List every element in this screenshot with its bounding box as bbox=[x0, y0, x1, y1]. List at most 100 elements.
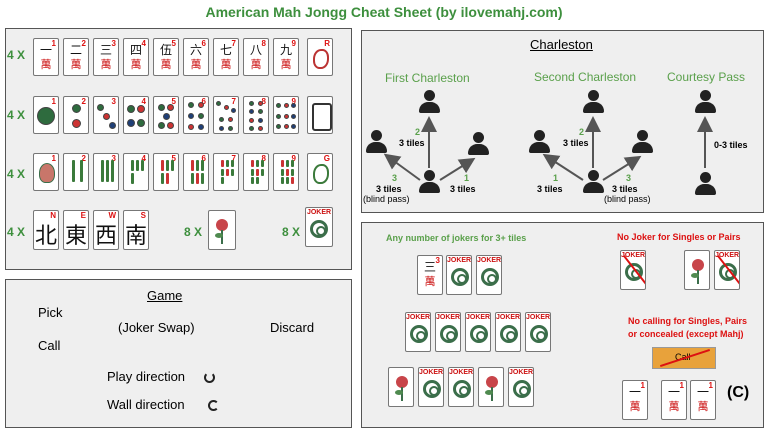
crak-char: 萬 bbox=[280, 58, 292, 71]
dot-circle bbox=[137, 105, 145, 113]
joker-swirl-icon bbox=[530, 325, 548, 343]
rose-icon bbox=[396, 376, 408, 388]
white-dragon-icon bbox=[312, 103, 332, 131]
tile-number: 8 bbox=[261, 39, 266, 48]
bam-stick bbox=[141, 160, 144, 171]
red-dragon-icon bbox=[313, 49, 329, 69]
rose-icon bbox=[692, 259, 704, 271]
crak-numeral: 一 bbox=[696, 385, 709, 399]
dot-circle bbox=[219, 117, 224, 122]
dot-circle bbox=[291, 124, 296, 129]
no-calling-rule: No calling for Singles, Pairs bbox=[628, 316, 748, 326]
discard-label: Discard bbox=[270, 320, 315, 335]
bam-stick bbox=[131, 160, 134, 171]
flower-tile bbox=[684, 250, 710, 290]
wind-letter: W bbox=[108, 211, 116, 220]
joker-swirl-icon bbox=[470, 325, 488, 343]
joker-tile: JOKER bbox=[448, 367, 474, 407]
charleston-tiles-label: 3 tiles bbox=[563, 138, 589, 148]
bam-stick bbox=[201, 173, 204, 184]
green-dragon-letter: G bbox=[323, 154, 330, 163]
dot-circle bbox=[291, 114, 296, 119]
tile-number: 5 bbox=[171, 39, 176, 48]
charleston-step-2: 2 bbox=[415, 127, 421, 137]
crak-char: 萬 bbox=[220, 58, 232, 71]
leaf-shape bbox=[215, 233, 223, 238]
bam-stick bbox=[221, 160, 224, 167]
bam-stick bbox=[80, 160, 83, 182]
crak-numeral: 三 bbox=[99, 43, 112, 57]
joker-swirl-icon bbox=[481, 268, 499, 286]
joker-label: JOKER bbox=[406, 314, 431, 321]
dot-circle bbox=[284, 124, 289, 129]
bam-stick bbox=[251, 169, 254, 176]
wind-char: 南 bbox=[124, 224, 147, 249]
player-icon bbox=[694, 90, 716, 114]
joker-tile: JOKER bbox=[435, 312, 461, 352]
charleston-tiles-label: 3 tiles bbox=[399, 138, 425, 148]
bam-stick bbox=[256, 169, 259, 176]
bam-stick bbox=[101, 160, 104, 182]
joker-label: JOKER bbox=[526, 314, 551, 321]
dot-circle bbox=[188, 113, 194, 119]
tile-number: 7 bbox=[231, 39, 236, 48]
leaf-shape bbox=[691, 273, 699, 278]
wind-char: 西 bbox=[94, 224, 117, 249]
count-flowers: 8 X bbox=[184, 225, 203, 239]
charleston-step-1: 1 bbox=[464, 173, 470, 183]
wind-char: 東 bbox=[64, 224, 87, 249]
bam-tile: 2 bbox=[63, 153, 89, 191]
tile-number: 4 bbox=[141, 97, 146, 106]
green-dragon-icon bbox=[313, 164, 329, 184]
courtesy-pass-label: Courtesy Pass bbox=[667, 70, 746, 84]
dot-circle bbox=[167, 104, 174, 111]
tile-number: 8 bbox=[261, 97, 266, 106]
dot-tile: 7 bbox=[213, 96, 239, 134]
row-label-bams: 4 X bbox=[7, 167, 26, 181]
tile-number: 1 bbox=[51, 97, 56, 106]
joker-tile: JOKER bbox=[714, 250, 740, 290]
player-icon bbox=[582, 90, 604, 114]
crak-numeral: 四 bbox=[129, 43, 142, 57]
dot-tile: 2 bbox=[63, 96, 89, 134]
bam-tile: 1 bbox=[33, 153, 59, 191]
bam-stick bbox=[136, 160, 139, 171]
dot-circle bbox=[167, 122, 174, 129]
bam-stick bbox=[281, 169, 284, 176]
charleston-tiles-label: 3 tiles bbox=[376, 184, 402, 194]
bam-stick bbox=[161, 173, 164, 184]
tile-number: 1 bbox=[51, 39, 56, 48]
bam-stick bbox=[281, 177, 284, 184]
joker-label: JOKER bbox=[449, 369, 474, 376]
wall-direction-label: Wall direction bbox=[107, 397, 185, 412]
dot-circle bbox=[258, 126, 263, 131]
joker-tile: JOKER bbox=[418, 367, 444, 407]
tile-number: 4 bbox=[141, 154, 146, 163]
bam-stick bbox=[291, 160, 294, 167]
player-icon bbox=[582, 170, 604, 194]
tile-number: 3 bbox=[111, 97, 116, 106]
player-icon bbox=[418, 170, 440, 194]
dot-circle bbox=[258, 101, 263, 106]
joker-tile: JOKER bbox=[508, 367, 534, 407]
joker-swirl-icon bbox=[453, 380, 471, 398]
crak-numeral: 二 bbox=[69, 43, 82, 57]
row-label-winds: 4 X bbox=[7, 225, 26, 239]
bam-stick bbox=[131, 173, 134, 184]
bam-stick bbox=[251, 177, 254, 184]
player-icon bbox=[418, 90, 440, 114]
dot-tile: 4 bbox=[123, 96, 149, 134]
joker-swirl-icon bbox=[423, 380, 441, 398]
wind-letter: N bbox=[50, 211, 56, 220]
dot-circle bbox=[216, 101, 221, 106]
joker-label: JOKER bbox=[496, 314, 521, 321]
bam-stick bbox=[106, 160, 109, 182]
joker-tile: JOKER bbox=[465, 312, 491, 352]
